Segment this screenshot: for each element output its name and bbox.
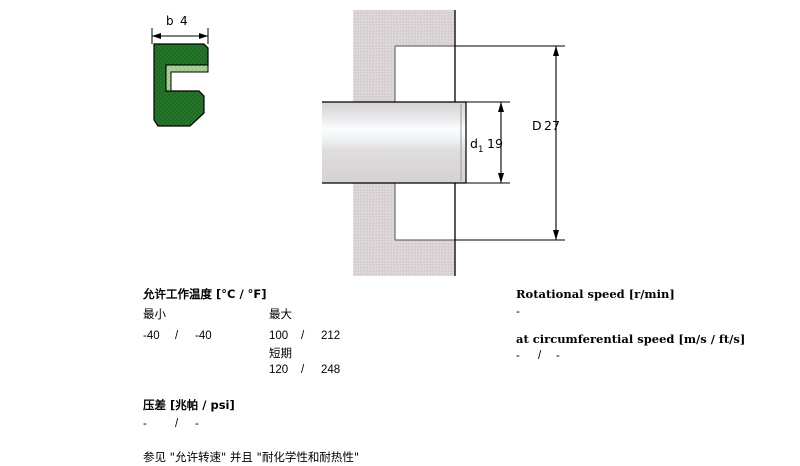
housing-bore-outline [394, 45, 455, 241]
temperature-min-celsius: -40 [143, 329, 160, 342]
temperature-max-fahrenheit: 212 [321, 329, 341, 342]
temperature-min-separator: / [175, 329, 179, 342]
dimension-D-label: D 27 [532, 118, 560, 133]
D-label-letter: D [532, 118, 542, 133]
housing-lower [353, 183, 455, 276]
seal-body-shape [153, 43, 209, 127]
d1-label-letter: d [470, 136, 478, 151]
dimension-D [455, 45, 565, 241]
circumferential-speed-heading: at circumferential speed [m/s / ft/s] [516, 331, 746, 346]
housing-upper [353, 10, 455, 102]
assembly-svg: d 1 19 D 27 [322, 10, 565, 276]
temperature-short-celsius: 120 [269, 363, 289, 376]
temperature-max-label: 最大 [269, 306, 292, 321]
rotational-speed-value: - [516, 305, 520, 318]
temperature-max-celsius: 100 [269, 329, 289, 342]
D-label-value: 27 [544, 118, 560, 133]
dimension-d1-label: d 1 19 [470, 136, 503, 155]
temperature-grid: 最小 最大 -40 / -40 100 / 212 短期 120 / 248 [143, 306, 473, 382]
shaft [322, 101, 467, 184]
pressure-heading: 压差 [兆帕 / psi] [143, 397, 235, 412]
seal-width-dimension [151, 28, 209, 44]
rotational-speed-row: - [516, 304, 716, 320]
circumferential-separator: / [538, 350, 542, 363]
circumferential-speed-row: - / - [516, 348, 716, 364]
seal-width-label-value: 4 [180, 14, 188, 28]
pressure-value-psi: - [195, 418, 199, 431]
temperature-heading: 允许工作温度 [°C / °F] [143, 287, 267, 301]
seal-width-label-b: b [166, 14, 174, 28]
dimension-d1 [466, 101, 510, 184]
temperature-short-separator: / [301, 363, 305, 376]
spec-block-right: Rotational speed [r/min] - at circumfere… [516, 286, 786, 364]
temperature-min-label: 最小 [143, 306, 166, 321]
temperature-max-separator: / [301, 329, 305, 342]
d1-label-value: 19 [487, 136, 503, 151]
temperature-short-term-label: 短期 [269, 345, 292, 360]
pressure-values-row: - / - [143, 416, 343, 434]
reference-note: 参见 "允许转速" 并且 "耐化学性和耐热性" [143, 450, 360, 465]
assembly-drawing: d 1 19 D 27 [320, 8, 620, 278]
circumferential-value-ms: - [516, 350, 520, 363]
drawing-canvas: b 4 [130, 8, 786, 464]
circumferential-value-fts: - [556, 350, 560, 363]
pressure-separator: / [175, 418, 179, 431]
seal-lip-shape [165, 64, 209, 92]
spec-block-left: 允许工作温度 [°C / °F] 最小 最大 -40 / -40 100 / 2… [143, 286, 483, 466]
temperature-short-fahrenheit: 248 [321, 363, 341, 376]
d1-label-subscript: 1 [478, 145, 483, 155]
seal-cross-section-drawing: b 4 [130, 8, 280, 153]
rotational-speed-heading: Rotational speed [r/min] [516, 287, 675, 301]
pressure-value-mpa: - [143, 418, 147, 431]
temperature-min-fahrenheit: -40 [195, 329, 212, 342]
seal-section-svg: b 4 [151, 14, 209, 127]
